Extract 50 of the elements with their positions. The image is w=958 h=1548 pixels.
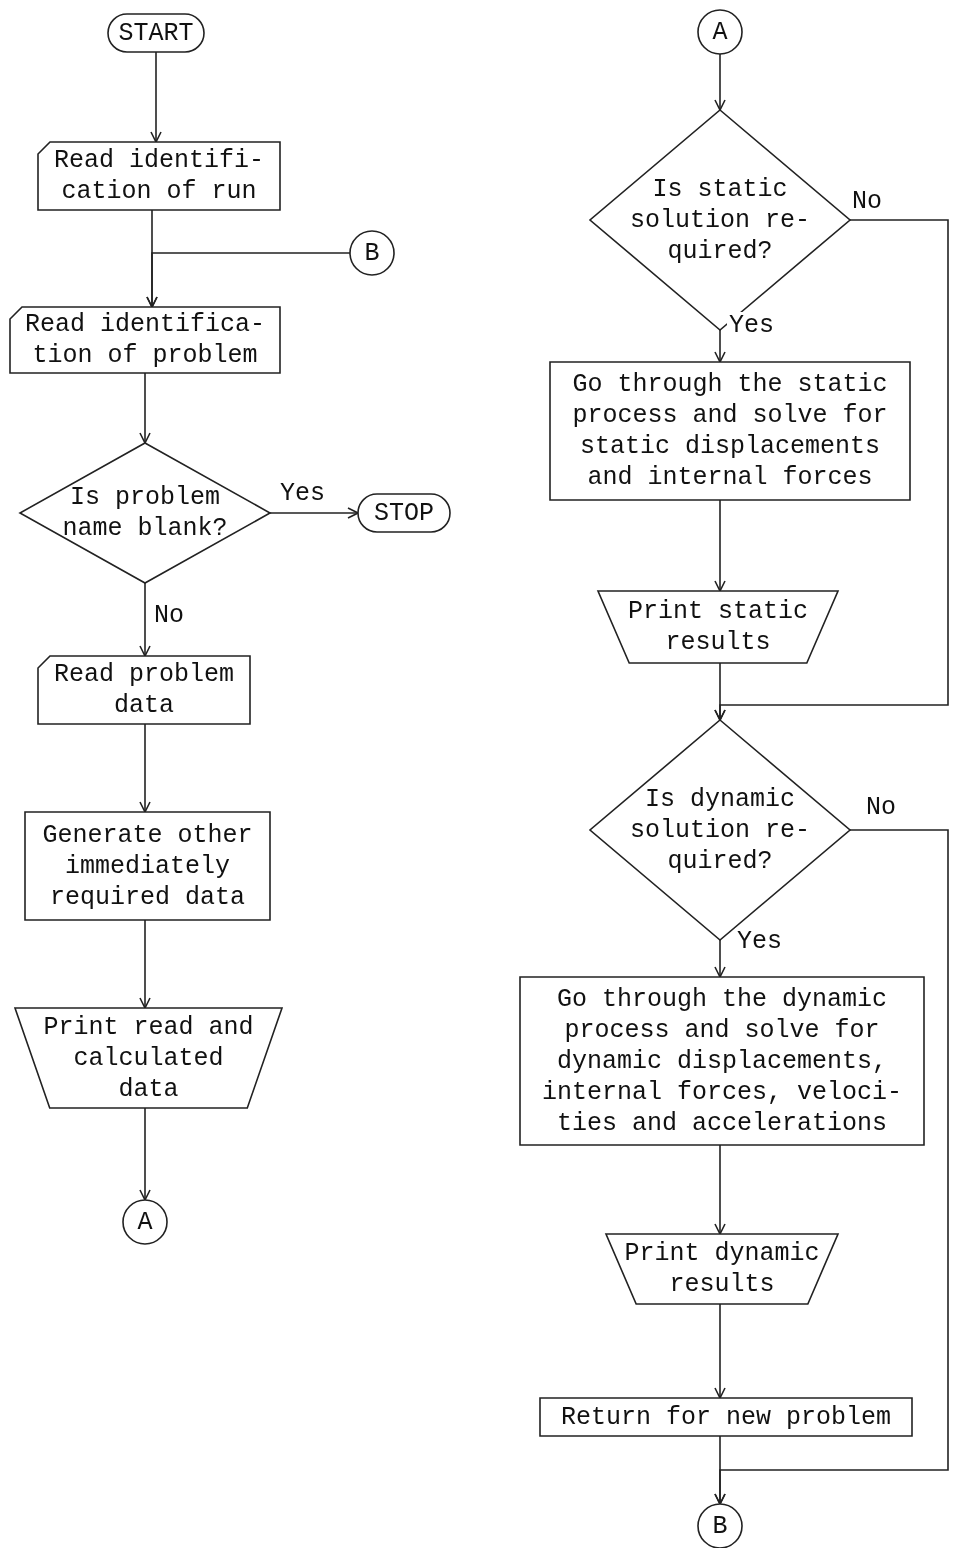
arrow — [714, 1303, 726, 1399]
input-card — [38, 656, 250, 724]
process-box — [540, 1398, 912, 1436]
process-box — [25, 812, 270, 920]
arrow — [139, 372, 151, 444]
connector-circle — [123, 1200, 167, 1244]
input-card — [38, 142, 280, 210]
arrow — [714, 53, 726, 111]
arrow — [146, 252, 351, 308]
connector-circle — [350, 231, 394, 275]
arrow — [714, 329, 726, 363]
decision-diamond — [590, 110, 850, 330]
step-text: Print dynamic results — [623, 1238, 821, 1300]
connector-circle — [698, 10, 742, 54]
arrow — [714, 662, 726, 721]
arrow — [139, 582, 151, 657]
step-text: A — [711, 16, 729, 48]
step-text: Go through the dynamic process and solve for dynamic displacements, internal forces, veloci- ties and accelerations — [540, 983, 904, 1139]
step-text: Is dynamic solution re- quired? — [629, 783, 811, 877]
step-text: Is problem name blank? — [61, 482, 229, 544]
step-text: Print static results — [627, 596, 809, 658]
arrow — [714, 1435, 726, 1505]
step-text: Is static solution re- quired? — [629, 173, 811, 267]
arrow — [150, 51, 162, 143]
step-text: STOP — [373, 497, 435, 529]
step-text: Generate other immediately required data — [41, 819, 254, 913]
input-card — [10, 307, 280, 373]
arrow — [714, 939, 726, 978]
step-text: START — [117, 17, 195, 49]
step-text: Read identifica- tion of problem — [23, 309, 266, 371]
step-text: Read problem data — [53, 659, 235, 721]
step-text: B — [711, 1510, 729, 1542]
step-text: A — [136, 1206, 154, 1238]
step-text: Return for new problem — [559, 1401, 893, 1433]
step-text: Print read and calculated data — [42, 1011, 255, 1105]
arrow — [139, 919, 151, 1009]
output-trapezoid — [606, 1234, 838, 1304]
arrow — [269, 507, 359, 519]
step-text: B — [363, 237, 381, 269]
process-box — [520, 977, 924, 1145]
arrow — [714, 1144, 726, 1235]
step-text: Read identifi- cation of run — [52, 145, 265, 207]
arrow — [139, 723, 151, 813]
step-text: Go through the static process and solve for static displacements and internal forces — [571, 369, 889, 493]
arrow — [714, 499, 726, 592]
decision-diamond — [20, 443, 270, 583]
process-box — [550, 362, 910, 500]
output-trapezoid — [598, 591, 838, 663]
arrow — [139, 1107, 151, 1201]
output-trapezoid — [15, 1008, 282, 1108]
